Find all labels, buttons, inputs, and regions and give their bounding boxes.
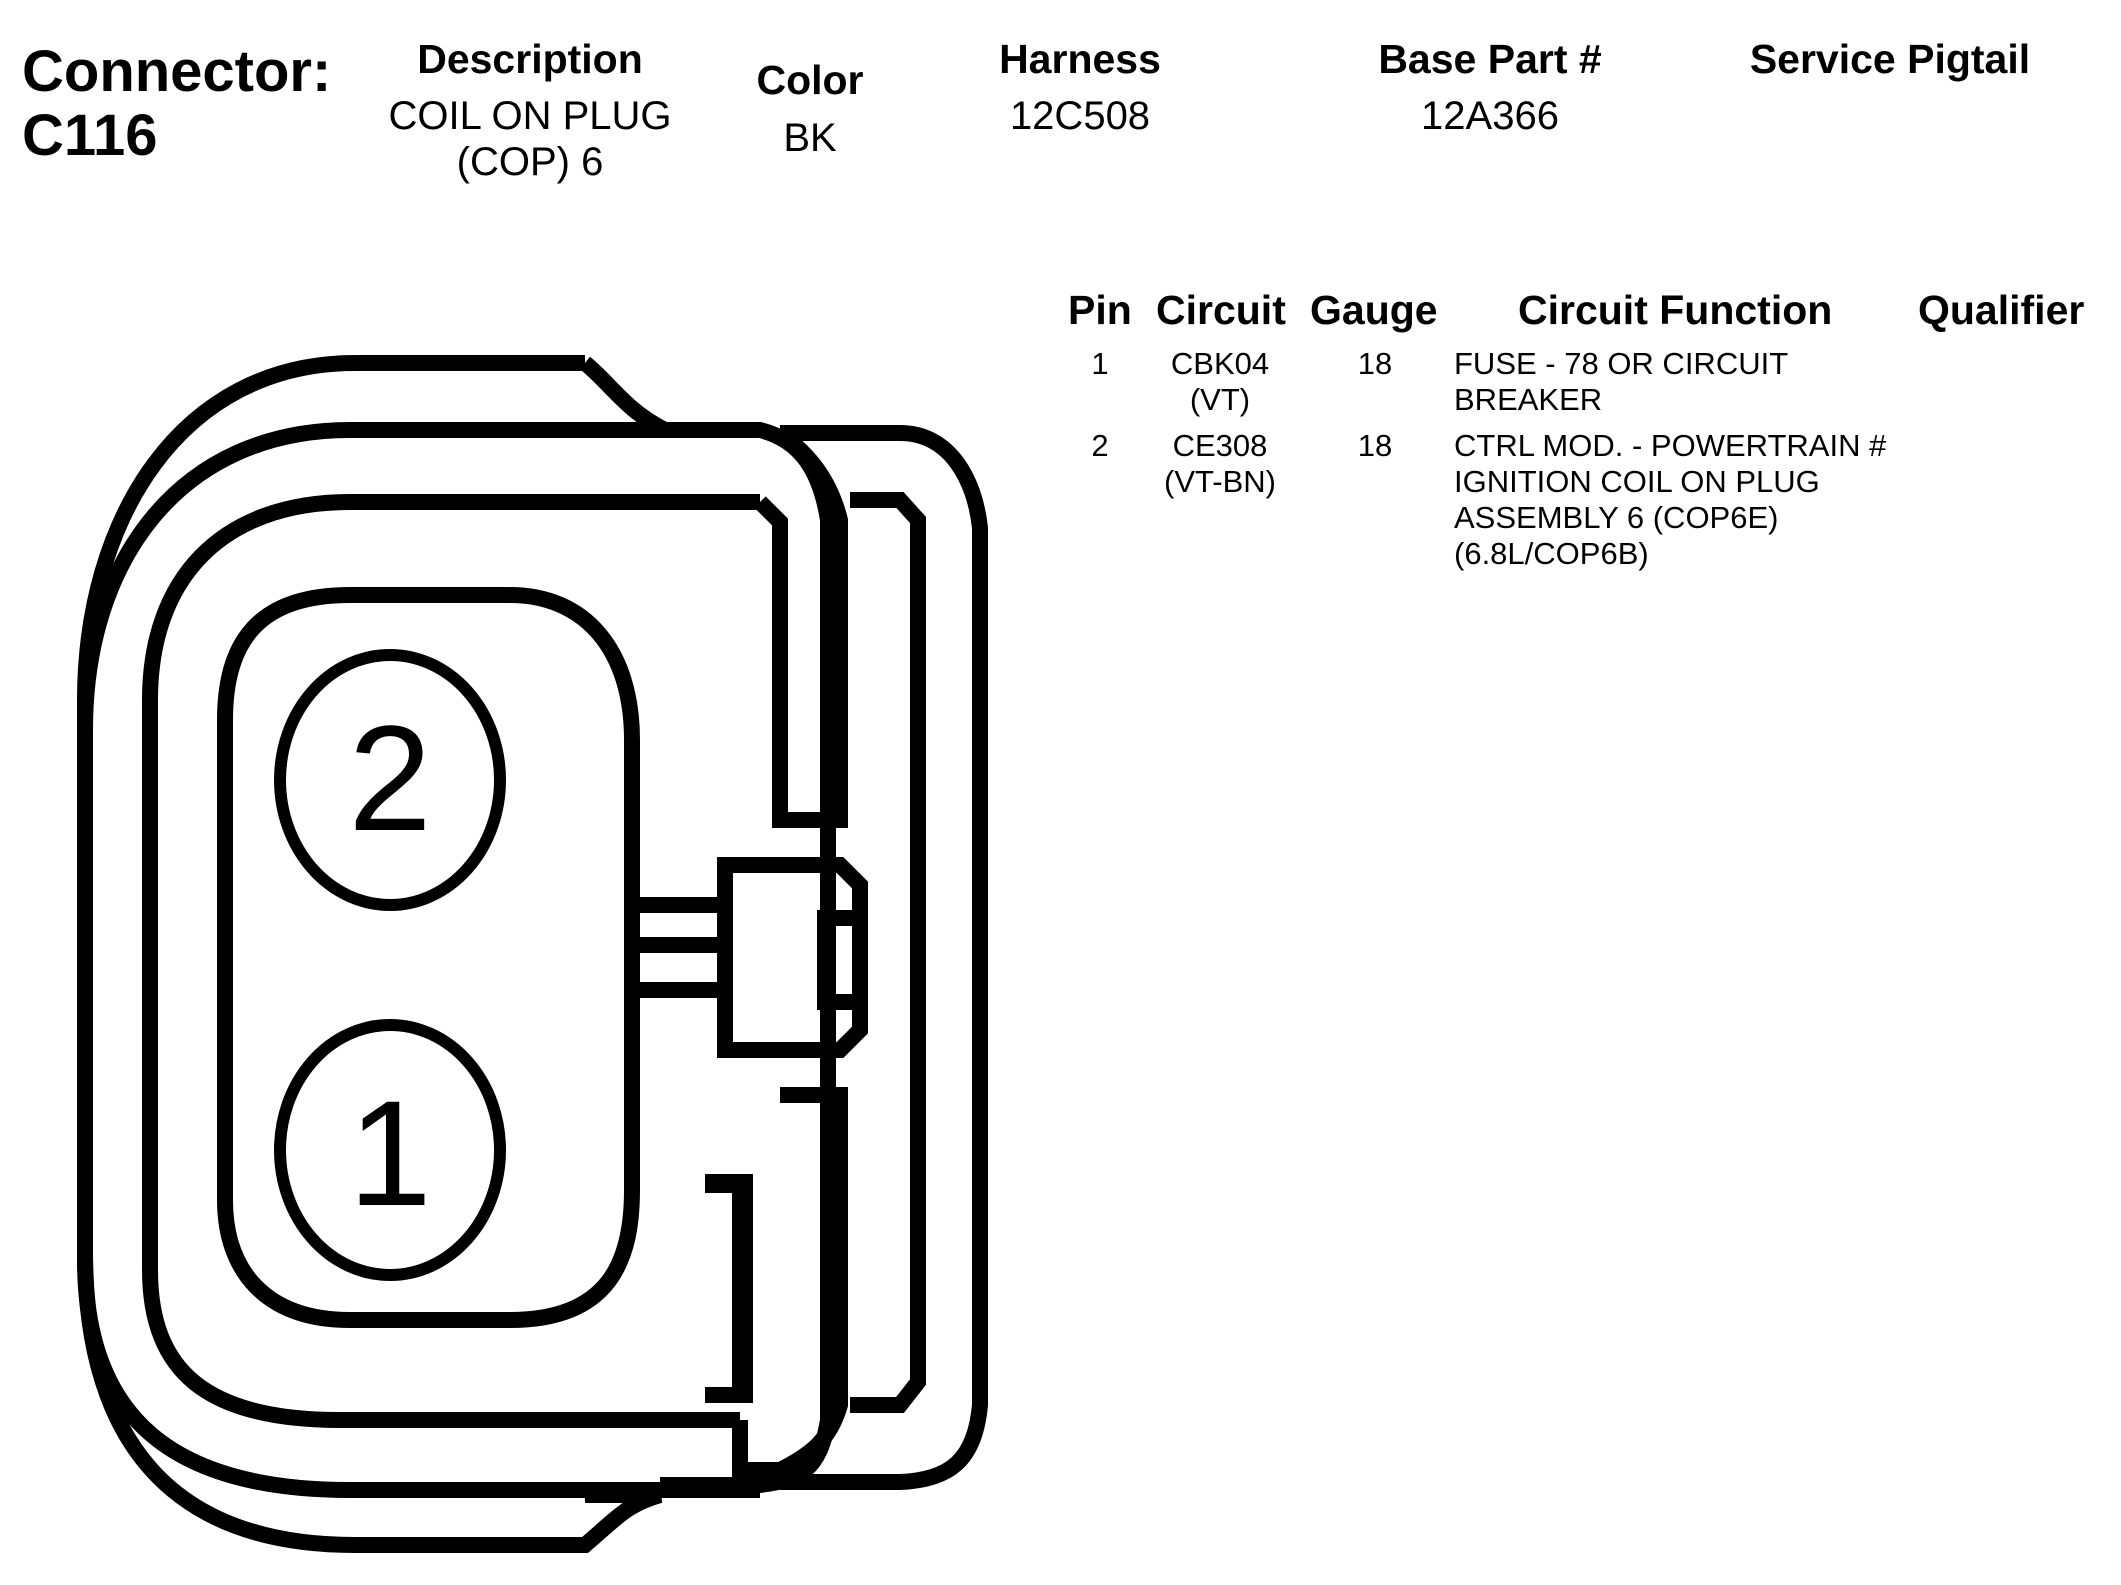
row-circuit-code: CBK04 [1170,346,1270,381]
row-function-line: (6.8L/COP6B) [1454,536,1649,571]
harness-label: Harness [999,36,1161,82]
base-part-value: 12A366 [1421,94,1559,138]
connector-title: Connector: C116 [22,40,331,168]
row-function: FUSE - 78 OR CIRCUIT BREAKER [1454,346,1974,418]
pin-column-header: Pin [1068,287,1132,333]
connector-face-diagram: 2 1 [77,355,988,1553]
row-function-line: ASSEMBLY 6 (COP6E) [1454,500,1779,535]
latch-rail-outer [780,425,988,1490]
inner-wall-upper [754,426,848,828]
row-pin: 2 [1091,428,1109,463]
base-part-label: Base Part # [1378,36,1602,82]
row-gauge: 18 [1357,346,1393,381]
description-column: Description COIL ON PLUG (COP) 6 [380,36,680,185]
row-pin: 1 [1091,346,1109,381]
row-circuit-code: CE308 [1172,428,1268,463]
connector-label: Connector: [22,39,332,104]
description-line1: COIL ON PLUG [388,94,672,138]
row-gauge: 18 [1357,428,1393,463]
row-function-line: IGNITION COIL ON PLUG [1454,464,1820,499]
base-part-column: Base Part # 12A366 [1340,36,1640,139]
latch-rail-inner [850,492,926,1413]
color-label: Color [756,57,864,103]
pin-1-circle [274,1019,506,1281]
row-circuit: CE308 (VT-BN) [1150,428,1290,500]
circuit-function-column-header: Circuit Function [1518,287,1833,333]
description-line2: (COP) 6 [456,140,604,184]
gauge-column-header: Gauge [1310,287,1438,333]
row-circuit: CBK04 (VT) [1150,346,1290,418]
harness-column: Harness 12C508 [960,36,1200,139]
connector-id: C116 [22,103,158,168]
circuit-column-header: Circuit [1156,287,1286,333]
pin-2-circle [274,649,506,911]
key-block [717,857,868,1058]
inner-body-outline [142,494,760,1428]
row-function-line: CTRL MOD. - POWERTRAIN # [1454,428,1887,463]
row-circuit-color: (VT) [1189,382,1251,417]
key-stem [632,897,725,998]
harness-value: 12C508 [1009,94,1151,138]
service-pigtail-label: Service Pigtail [1749,36,2031,82]
service-pigtail-column: Service Pigtail [1700,36,2080,82]
inner-wall-lower [732,1087,848,1478]
qualifier-column-header: Qualifier [1918,287,2085,333]
row-function-line: FUSE - 78 OR CIRCUIT [1454,346,1789,381]
description-label: Description [417,36,643,82]
color-value: BK [783,116,837,160]
row-function: CTRL MOD. - POWERTRAIN # IGNITION COIL O… [1454,428,1974,572]
row-function-line: BREAKER [1454,382,1603,417]
pin-cavity-body [217,587,640,1328]
key-latch [817,910,868,1010]
row-circuit-color: (VT-BN) [1164,464,1276,499]
lower-lug-outline [705,1174,753,1403]
color-column: Color BK [720,57,900,161]
pin-1-label: 1 [348,1069,431,1237]
pin-2-label: 2 [348,694,431,862]
outer-shell-top-tab [579,356,836,1493]
body-outline [77,422,760,1498]
